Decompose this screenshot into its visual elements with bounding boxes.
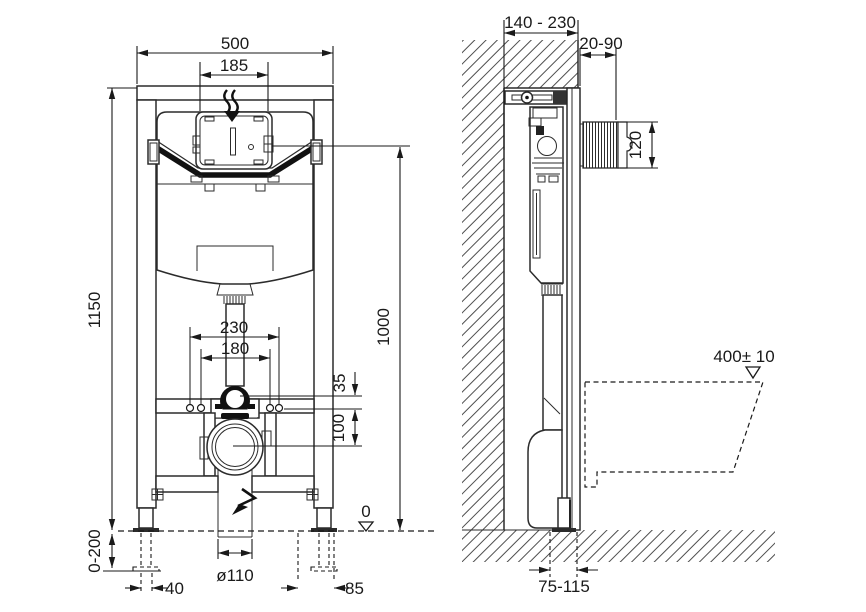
dim-outlet-diameter: ø110 [216, 539, 254, 585]
water-inlet-icon [223, 89, 240, 122]
wc-bowl-outline [584, 381, 764, 488]
wall-bracket [504, 90, 567, 105]
dim-right-leg: 85 [281, 533, 364, 598]
dim-plate-opening-width: 185 [199, 56, 269, 111]
drain-direction-icon [237, 487, 258, 508]
cistern-comb-joint [541, 283, 563, 296]
wall-section-hatch [462, 40, 578, 530]
dim-outlet-wall-distance-label: 75-115 [538, 577, 590, 596]
frame-top-rail [136, 85, 334, 101]
dim-outlet-offset: 100 [233, 410, 362, 447]
dim-bolt-spacing-inner: 180 [201, 339, 270, 362]
actuator-slot [230, 127, 236, 156]
frame-side-rail [566, 87, 581, 531]
dim-frame-height-label: 1150 [85, 292, 104, 329]
dim-actuation-height: 100 0 [272, 145, 410, 530]
dim-bolt-spacing-inner-label: 180 [221, 339, 249, 358]
side-foot [552, 497, 576, 532]
tank-collar-band [155, 145, 315, 178]
flush-pipe-side [527, 294, 563, 529]
dim-frame-depth: 140 - 230 [503, 13, 579, 150]
dim-bolt-spacing-outer-label: 230 [220, 318, 248, 337]
side-view: 140 - 230 20-90 120 400± 10 75-115 [462, 13, 775, 596]
dim-bowl-height: 400± 10 [713, 347, 775, 380]
dim-clamp-offset-label: 35 [330, 374, 349, 393]
front-view: 500 185 1150 0-200 230 180 [85, 34, 436, 598]
dim-plate-distance-label: 20-90 [579, 34, 622, 53]
mounting-frame [136, 85, 334, 509]
actuator-pin [248, 144, 254, 150]
dim-outlet-wall-distance: 75-115 [529, 532, 598, 596]
dim-frame-depth-label: 140 - 230 [504, 13, 576, 32]
adjustable-feet [132, 488, 338, 572]
flush-plate [580, 121, 633, 169]
dim-floor-level-label: 0 [361, 502, 370, 521]
cistern-side [528, 106, 564, 296]
outlet-duct [217, 470, 258, 538]
dim-leg-adjustment-label: 0-200 [85, 529, 104, 572]
dim-frame-width: 500 [136, 34, 334, 84]
dim-plate-distance: 20-90 [579, 34, 623, 120]
tank-side-clip-right [310, 139, 323, 165]
dim-leg-adjustment: 0-200 [85, 529, 161, 573]
dim-left-leg: 40 [125, 573, 184, 598]
dim-bolt-spacing-outer: 230 [190, 318, 279, 341]
flush-plate-clip [617, 121, 633, 169]
dim-plate-height: 120 [620, 121, 658, 169]
fixing-bolts [185, 327, 284, 413]
tank-lower-shaft [196, 245, 274, 271]
dim-right-leg-label: 85 [345, 579, 364, 598]
dim-clamp-offset: 35 [240, 372, 362, 410]
lower-rail [155, 475, 315, 493]
floor-section-hatch [462, 530, 775, 562]
dim-outlet-offset-label: 100 [329, 414, 348, 442]
dim-actuation-height-label: 1000 [374, 308, 393, 346]
dim-floor-level: 0 [357, 502, 375, 533]
dim-frame-height: 1150 [85, 87, 137, 530]
dim-plate-opening-width-label: 185 [220, 56, 248, 75]
tank-side-clip-left [147, 139, 160, 165]
wall-outline [462, 40, 580, 531]
dim-frame-width-label: 500 [221, 34, 249, 53]
dim-plate-height-label: 120 [626, 131, 645, 159]
outlet-bend [199, 412, 277, 477]
dim-bowl-height-label: 400± 10 [713, 347, 774, 366]
dim-outlet-diameter-label: ø110 [216, 566, 254, 585]
dim-left-leg-label: 40 [165, 579, 184, 598]
inspection-box [192, 111, 274, 170]
flush-plate-ribbed-body [582, 121, 619, 169]
